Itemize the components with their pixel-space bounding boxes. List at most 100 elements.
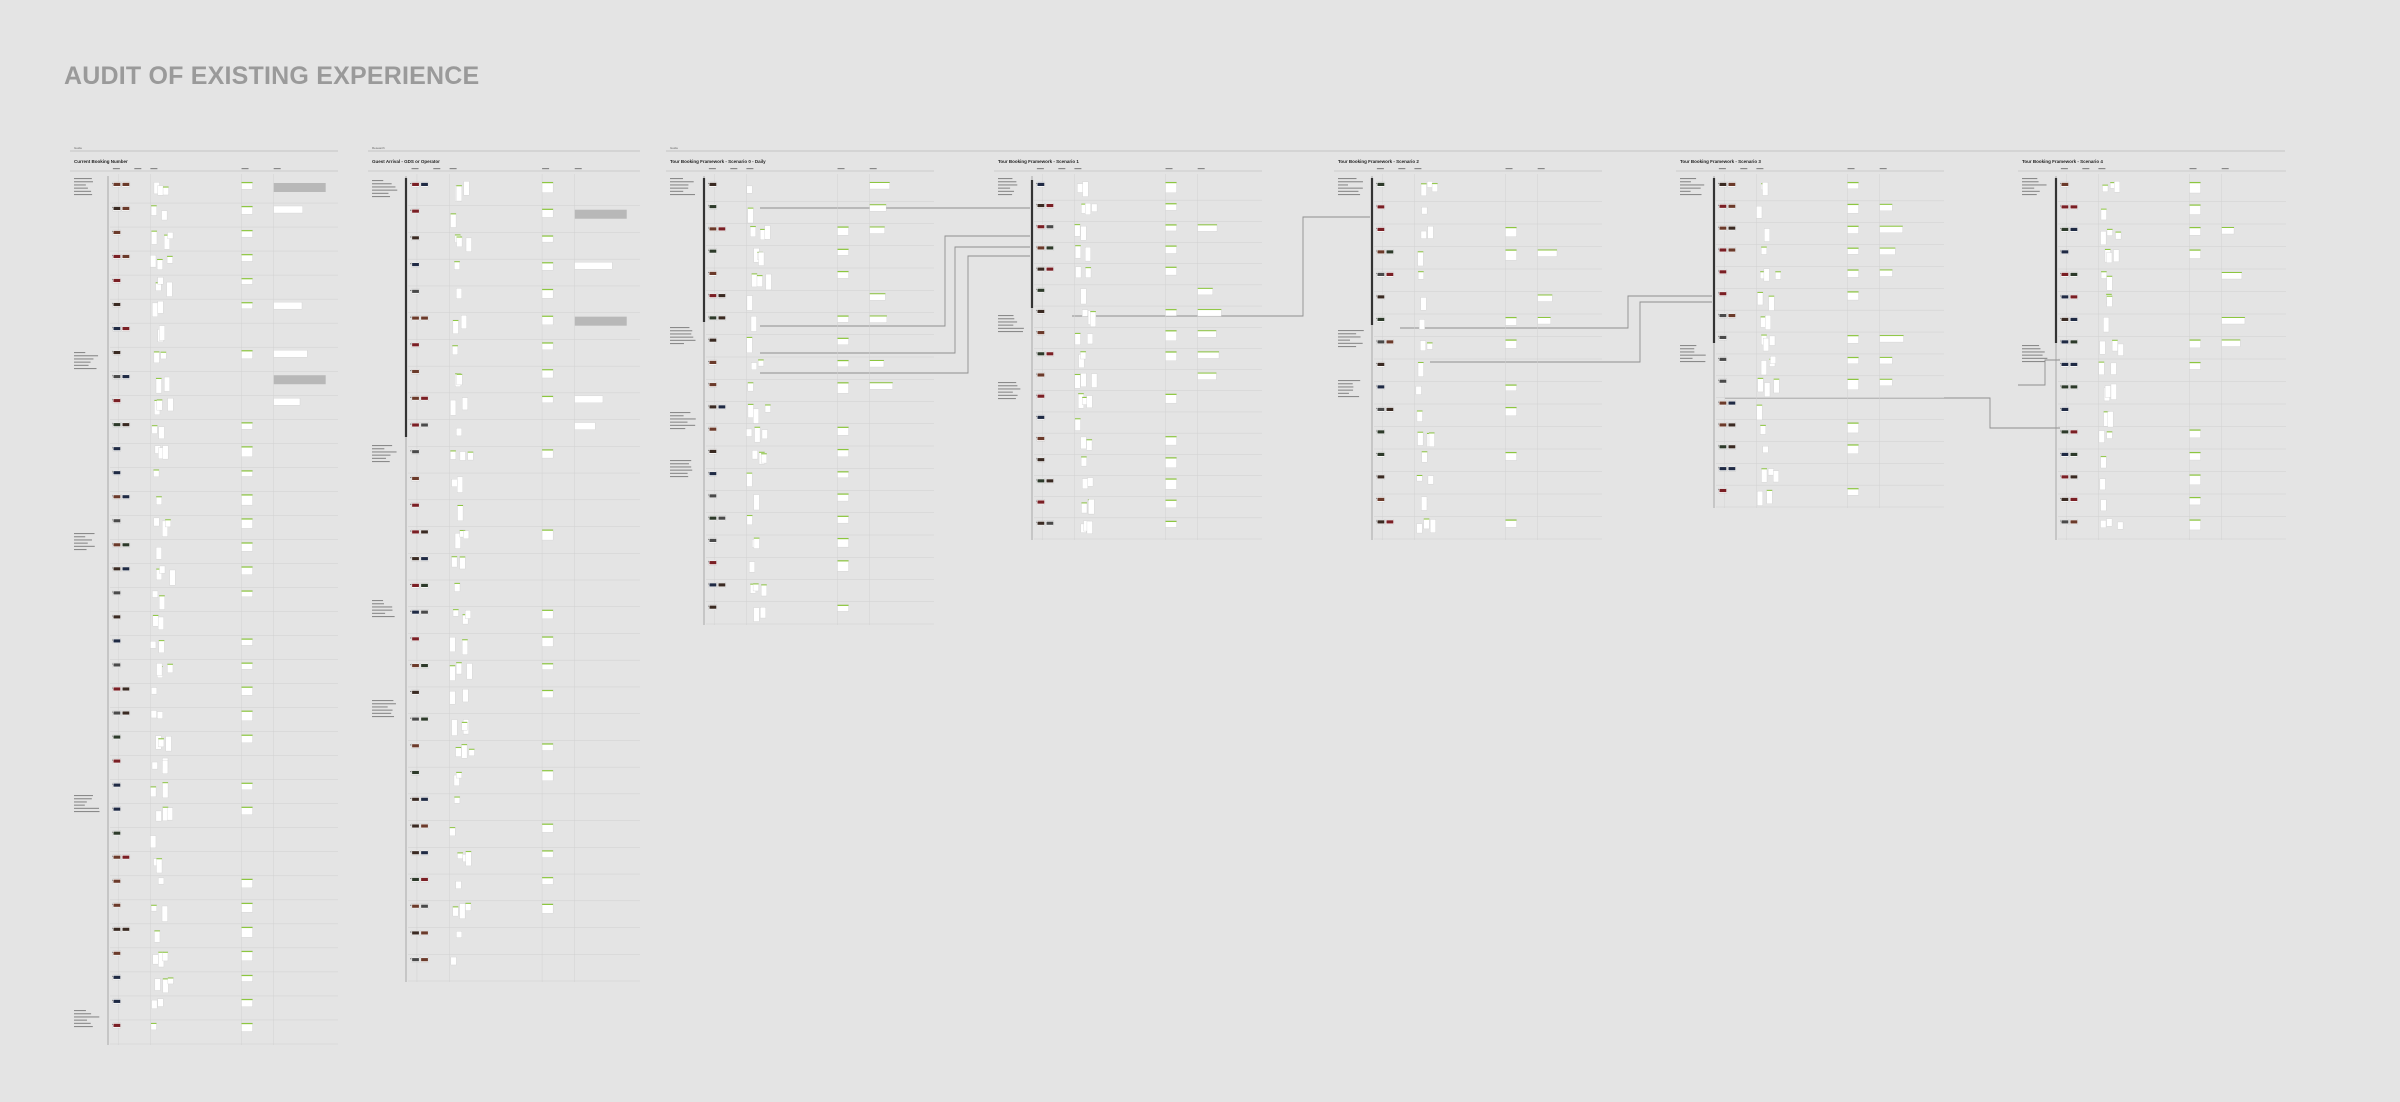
desktop-screen-header: [542, 903, 554, 905]
screen-thumbnail-image: [412, 904, 419, 908]
section-label-line: [1680, 357, 1693, 359]
subcolumn-heading: [1074, 168, 1082, 170]
mobile-screen: [764, 225, 771, 240]
section-label-line: [372, 183, 392, 185]
screen-thumbnail-image: [1377, 362, 1385, 366]
screen-thumbnail-image: [122, 567, 130, 571]
detail-screen: [1197, 372, 1217, 380]
detail-screen: [1879, 378, 1893, 386]
mobile-screen: [459, 903, 466, 919]
detail-screen-header: [1879, 356, 1893, 358]
mobile-screen: [1757, 291, 1764, 306]
desktop-screen-header: [1847, 291, 1859, 293]
screen-thumbnail-image: [113, 999, 121, 1003]
desktop-screen-header: [542, 288, 554, 291]
detail-screen: [574, 262, 613, 270]
section-label-line: [372, 709, 393, 711]
desktop-screen-header: [241, 206, 253, 208]
mobile-screen: [749, 561, 755, 573]
mobile-screen-header: [2106, 431, 2113, 433]
mobile-screen-header: [151, 205, 157, 207]
mobile-screen: [746, 514, 753, 525]
mobile-screen-header: [451, 556, 458, 558]
mobile-screen: [161, 905, 168, 922]
screen-thumbnail-image: [113, 206, 121, 211]
detail-screen-header: [869, 204, 887, 206]
desktop-screen-header: [1505, 452, 1517, 454]
screen-thumbnail-image: [2070, 497, 2078, 501]
mobile-screen-header: [449, 827, 456, 829]
desktop-screen-header: [542, 449, 554, 451]
desktop-screen: [541, 208, 554, 218]
section-label-line: [1680, 354, 1706, 356]
mobile-screen: [463, 181, 470, 196]
mobile-screen: [746, 185, 753, 194]
mobile-screen: [150, 255, 157, 268]
detail-screen: [1197, 224, 1218, 232]
audit-column: Tour Booking Framework - Scenario 4: [2018, 159, 2286, 540]
mobile-screen: [1764, 228, 1770, 242]
mobile-screen-header: [2101, 271, 2107, 273]
detail-screen-header: [2221, 339, 2241, 341]
section-label-line: [1680, 184, 1705, 186]
mobile-screen-header: [456, 373, 463, 375]
screen-thumbnail-image: [412, 877, 419, 882]
mobile-screen: [150, 1022, 157, 1031]
mobile-screen: [765, 273, 772, 291]
screen-thumbnail-image: [412, 289, 419, 293]
subcolumn-heading: [1505, 168, 1513, 170]
mobile-screen: [746, 336, 753, 353]
screen-thumbnail-image: [1386, 340, 1394, 344]
mobile-screen: [1085, 267, 1092, 278]
section-label-line: [1338, 330, 1364, 332]
desktop-screen-header: [1165, 330, 1177, 332]
screen-thumbnail-image: [113, 254, 121, 259]
screen-thumbnail-image: [1377, 250, 1385, 254]
screen-thumbnail-image: [718, 516, 726, 520]
desktop-screen: [1165, 351, 1177, 361]
section-label-line: [1338, 339, 1351, 341]
section-label-line: [998, 388, 1021, 390]
subcolumn-heading: [112, 168, 120, 170]
mobile-screen: [750, 316, 757, 332]
flow-connectors: [760, 207, 2060, 429]
section-label-line: [2022, 187, 2035, 189]
desktop-screen-header: [1847, 378, 1859, 380]
desktop-screen-header: [837, 515, 849, 517]
screen-thumbnail-image: [1377, 340, 1385, 344]
mobile-screen-header: [1773, 378, 1780, 380]
section-label-line: [74, 361, 91, 363]
mobile-screen-header: [156, 377, 162, 379]
screen-thumbnail-image: [421, 717, 428, 721]
mobile-screen: [1421, 496, 1428, 511]
detail-screen: [1197, 287, 1213, 296]
mobile-screen-header: [457, 852, 463, 854]
screen-thumbnail-image: [709, 538, 717, 542]
section-label-line: [670, 181, 694, 183]
section-label-line: [74, 1019, 88, 1021]
detail-screen: [869, 359, 885, 368]
screen-thumbnail-image: [113, 471, 121, 475]
desktop-screen-header: [241, 662, 253, 664]
section-label-line: [372, 180, 384, 182]
mobile-screen: [159, 325, 165, 341]
desktop-screen: [2189, 451, 2201, 461]
section-label-line: [998, 398, 1016, 400]
screen-thumbnail-image: [709, 383, 717, 387]
section-label-line: [998, 187, 1011, 189]
desktop-screen: [2189, 226, 2201, 236]
mobile-screen: [1086, 520, 1093, 534]
column-title: Tour Booking Framework - Scenario 3: [1680, 159, 1761, 164]
column-group-label: Research: [372, 146, 385, 150]
screen-thumbnail-image: [412, 851, 419, 855]
mobile-screen: [751, 450, 758, 460]
mobile-screen: [1431, 182, 1438, 192]
detail-screen: [273, 301, 303, 310]
screen-thumbnail-image: [1719, 401, 1727, 405]
mobile-screen: [465, 610, 471, 619]
mobile-screen: [1417, 271, 1424, 280]
mobile-screen-header: [753, 537, 760, 539]
section-label-line: [1338, 184, 1349, 186]
detail-screen-header: [1879, 378, 1893, 380]
screen-thumbnail-image: [1046, 203, 1054, 208]
